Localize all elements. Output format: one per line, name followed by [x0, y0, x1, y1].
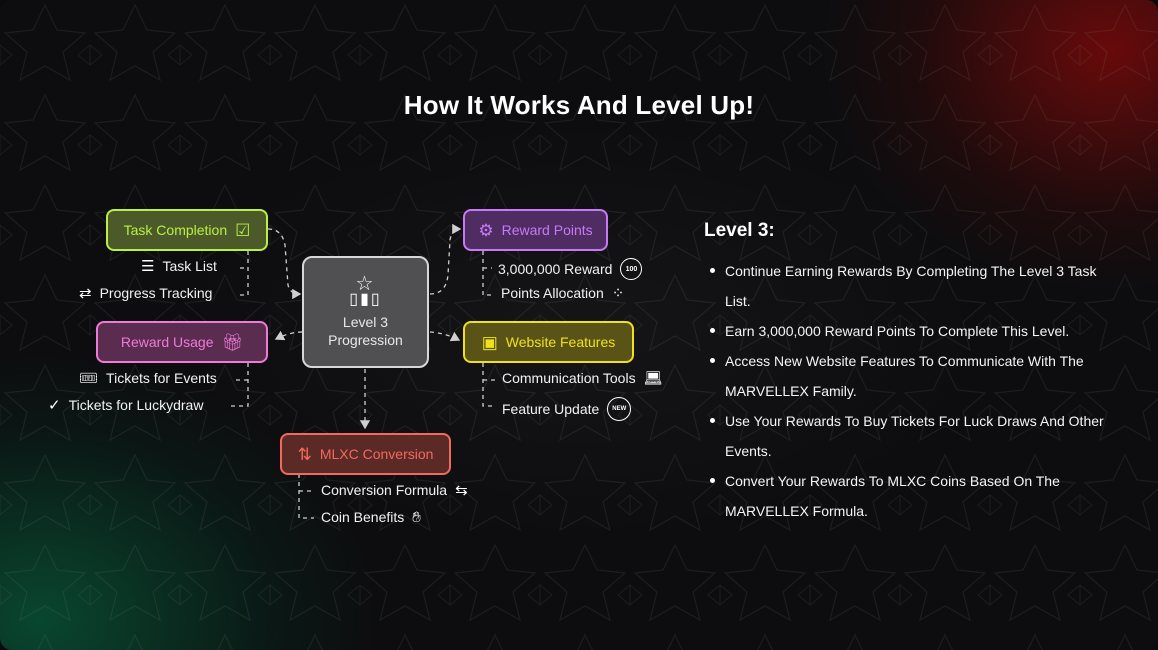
center-label-line1: Level 3: [342, 314, 389, 330]
bullet-item: Earn 3,000,000 Reward Points To Complete…: [704, 316, 1124, 346]
bullet-item: Access New Website Features To Communica…: [704, 346, 1124, 406]
task-completion-node: Task Completion ☑: [106, 209, 268, 251]
level-3-progression-node: ☆ ▯▮▯ Level 3 Progression: [302, 256, 429, 368]
communication-tools-label: Communication Tools: [502, 370, 636, 386]
podium-icon: ▯▮▯: [349, 291, 382, 308]
points-allocation-item: Points Allocation ⁘: [501, 285, 624, 301]
center-label-line2: Progression: [328, 332, 403, 348]
task-list-label: Task List: [162, 258, 217, 274]
currency-exchange-icon: ⇆: [455, 481, 468, 499]
tickets-luckydraw-label: Tickets for Luckydraw: [68, 397, 204, 413]
reward-amount-label: 3,000,000 Reward: [498, 261, 613, 277]
website-features-label: Website Features: [505, 334, 616, 350]
reward-usage-node: Reward Usage 🎁︎: [96, 321, 268, 363]
hand-coin-icon: ✋︎: [412, 508, 421, 526]
coins-icon: ⚙: [478, 220, 494, 240]
website-features-node: ▣ Website Features: [463, 321, 634, 363]
ticket-icon: 🎟︎: [79, 369, 99, 387]
tickets-events-label: Tickets for Events: [106, 370, 217, 386]
level-bullet-list: Continue Earning Rewards By Completing T…: [704, 256, 1124, 526]
reward-points-label: Reward Points: [501, 222, 593, 238]
badge-100-icon: 100: [620, 258, 643, 280]
task-completion-label: Task Completion: [123, 222, 228, 238]
feature-update-label: Feature Update: [502, 401, 600, 417]
feature-update-item: Feature Update NEW: [502, 397, 632, 421]
reward-usage-label: Reward Usage: [120, 334, 214, 350]
mlxc-conversion-label: MLXC Conversion: [319, 446, 434, 462]
tickets-luckydraw-item: ✓ Tickets for Luckydraw: [48, 397, 203, 413]
task-checklist-icon: ☑: [235, 220, 251, 240]
progress-tracking-label: Progress Tracking: [99, 285, 213, 301]
list-icon: ☰: [141, 257, 155, 275]
communication-tools-item: Communication Tools 💻︎: [502, 370, 663, 386]
bullet-item: Continue Earning Rewards By Completing T…: [704, 256, 1124, 316]
tickets-events-item: 🎟︎ Tickets for Events: [79, 370, 217, 386]
points-allocation-label: Points Allocation: [501, 285, 604, 301]
bullet-item: Use Your Rewards To Buy Tickets For Luck…: [704, 406, 1124, 466]
task-list-item: ☰ Task List: [141, 258, 217, 274]
page-title: How It Works And Level Up!: [403, 90, 755, 120]
progress-tracking-item: ⇄ Progress Tracking: [79, 285, 212, 301]
podium-star-icon: ☆: [355, 273, 376, 295]
gift-icon: 🎁︎: [221, 332, 244, 352]
scatter-chart-icon: ⁘: [611, 284, 625, 302]
reward-points-node: ⚙ Reward Points: [463, 209, 608, 251]
lucky-ticket-icon: ✓: [48, 396, 61, 414]
coin-benefits-item: Coin Benefits ✋︎: [321, 509, 421, 525]
conversion-formula-label: Conversion Formula: [321, 482, 448, 498]
browser-chat-icon: ▣: [481, 332, 498, 352]
level-heading: Level 3:: [704, 220, 775, 241]
mlxc-conversion-node: ⇅ MLXC Conversion: [280, 433, 451, 475]
new-badge-icon: NEW: [607, 397, 632, 421]
laptop-chat-icon: 💻︎: [643, 369, 663, 387]
level-description-panel: Level 3: Continue Earning Rewards By Com…: [704, 220, 1124, 526]
bullet-item: Convert Your Rewards To MLXC Coins Based…: [704, 466, 1124, 526]
coin-benefits-label: Coin Benefits: [321, 509, 405, 525]
coin-exchange-icon: ⇅: [297, 444, 312, 464]
conversion-formula-item: Conversion Formula ⇆: [321, 482, 468, 498]
tracking-icon: ⇄: [79, 284, 92, 302]
reward-amount-item: 3,000,000 Reward 100: [498, 258, 643, 280]
